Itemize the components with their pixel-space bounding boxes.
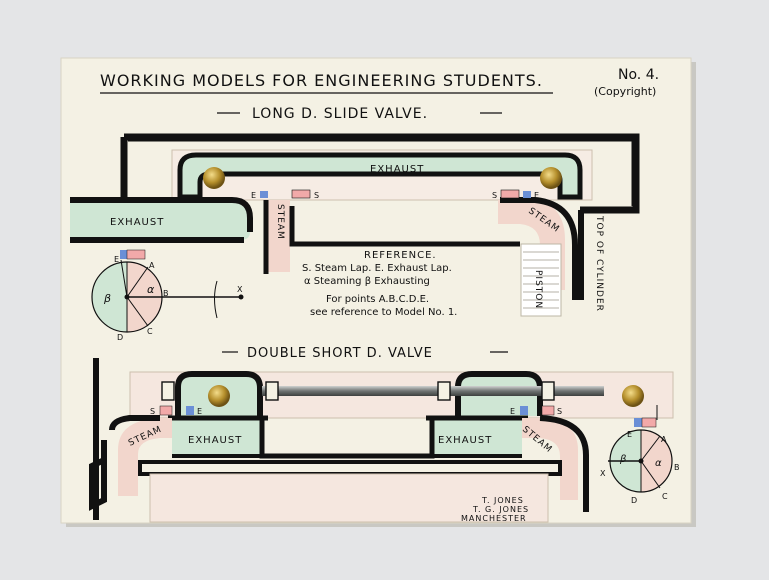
diagram1-label-beta: β xyxy=(103,292,111,305)
label-top-of-cylinder: TOP OF CYLINDER xyxy=(594,215,604,312)
diagram1-rotation-arrow xyxy=(214,280,218,319)
maker-line2: T. G. JONES xyxy=(472,505,529,514)
section2-heading: DOUBLE SHORT D. VALVE xyxy=(247,346,433,361)
reference-line1: S. Steam Lap. E. Exhaust Lap. xyxy=(302,263,452,274)
diagram1-label-x: X xyxy=(237,285,243,294)
reference-title: REFERENCE. xyxy=(364,250,437,261)
diagram1-beta-sector xyxy=(92,262,127,332)
diagram2-label-e: E xyxy=(627,430,632,439)
lap2-e-right: E xyxy=(510,407,515,416)
lap2-pink-right xyxy=(541,405,555,416)
diagram2-label-d: D xyxy=(631,496,637,505)
brass-rivet-right xyxy=(540,167,562,189)
maker-imprint: T. JONES T. G. JONES MANCHESTER xyxy=(461,496,529,523)
lap2-pink-left xyxy=(159,405,173,416)
steam-port-2-left xyxy=(118,418,172,496)
label-piston: PISTON xyxy=(533,270,543,309)
diagram1-label-alpha: α xyxy=(147,283,155,296)
brass-rivet-left xyxy=(203,167,225,189)
lap2-blue-right xyxy=(520,406,528,415)
reference-line4: see reference to Model No. 1. xyxy=(310,307,457,318)
brass-rivet-2-left xyxy=(208,385,230,407)
lap-e-left: E xyxy=(251,191,256,200)
maker-line1: T. JONES xyxy=(481,496,524,505)
lap2-s-left: S xyxy=(150,407,155,416)
cylinder-casing-right xyxy=(539,415,589,512)
section1-heading: LONG D. SLIDE VALVE. xyxy=(252,106,428,122)
steam-port-left-walls xyxy=(263,200,520,274)
diagram2-label-c: C xyxy=(662,492,668,501)
diagram1-label-b: B xyxy=(163,289,169,298)
steam-port-2-right xyxy=(522,418,578,500)
exhaust-pipe-left xyxy=(70,200,250,240)
label-exhaust-2-right: EXHAUST xyxy=(438,435,492,446)
diagram1-label-a: A xyxy=(149,261,155,270)
port-face xyxy=(168,415,528,459)
diagram2-label-b: B xyxy=(674,463,680,472)
valve-diagram-2: E A B C D X α β xyxy=(600,405,680,505)
cylinder-bar xyxy=(138,460,562,476)
lap-marker-blue-left xyxy=(260,191,268,198)
exhaust-body-left xyxy=(172,420,262,455)
diagram2-marker-pink xyxy=(641,417,657,428)
lap2-e-left: E xyxy=(197,407,202,416)
piston-block[interactable] xyxy=(520,243,562,317)
card-title: WORKING MODELS FOR ENGINEERING STUDENTS. xyxy=(100,71,543,90)
piston-hatching xyxy=(523,251,559,309)
diagram2-line-c xyxy=(640,460,661,489)
valve-diagram-1: E A B C D X α β xyxy=(91,249,244,342)
maker-line3: MANCHESTER xyxy=(461,514,527,523)
valve-rod xyxy=(262,386,604,396)
cylinder-casing-left xyxy=(89,358,160,520)
diagram2-label-x: X xyxy=(600,469,606,478)
diagram1-label-d: D xyxy=(117,333,123,342)
diagram2-centre xyxy=(638,458,644,464)
diagram2-line-a xyxy=(640,435,661,462)
diagram1-centre xyxy=(124,294,130,300)
exhaust-pipe-left-edge xyxy=(70,197,253,232)
diagram2-label-a: A xyxy=(661,435,667,444)
diagram1-line-a xyxy=(126,266,149,298)
diagram1-crank-end xyxy=(238,294,244,300)
brass-rivet-2-right xyxy=(622,385,644,407)
steam-port-left xyxy=(268,200,290,272)
lap-s-right: S xyxy=(492,191,497,200)
lap-s-left: S xyxy=(314,191,319,200)
lap-marker-blue-right xyxy=(523,191,531,198)
lap2-blue-left xyxy=(186,406,194,415)
label-exhaust-2-left: EXHAUST xyxy=(188,435,242,446)
lap-marker-pink-left xyxy=(291,189,311,199)
diagram1-label-c: C xyxy=(147,327,153,336)
diagram2-label-alpha: α xyxy=(655,458,662,469)
label-exhaust-top: EXHAUST xyxy=(370,164,424,175)
label-exhaust-left: EXHAUST xyxy=(110,217,164,228)
diagram1-line-e xyxy=(120,259,128,298)
reference-line2: α Steaming β Exhausting xyxy=(304,276,430,287)
diagram1-label-e: E xyxy=(114,255,119,264)
exhaust-body-right xyxy=(432,420,522,455)
diagram1-marker-blue xyxy=(120,250,127,259)
reference-line3: For points A.B.C.D.E. xyxy=(326,294,429,305)
long-d-valve-drawing: EXHAUST EXHAUST STEAM STEAM PISTON TOP O… xyxy=(70,133,640,317)
diagram2-marker-blue xyxy=(634,418,642,427)
steam-chest-frame xyxy=(120,133,640,214)
diagram2-alpha-sector xyxy=(641,430,672,492)
model-number: No. 4. xyxy=(618,67,659,83)
lap-marker-pink-right xyxy=(500,189,520,199)
diagram2-label-beta: β xyxy=(619,454,627,465)
copyright-label: (Copyright) xyxy=(594,85,656,98)
reference-block: REFERENCE. S. Steam Lap. E. Exhaust Lap.… xyxy=(302,250,457,318)
piston-strip-2[interactable] xyxy=(149,473,549,523)
lap-e-right: E xyxy=(534,191,539,200)
steam-chest-inner xyxy=(128,140,633,206)
label-steam-left: STEAM xyxy=(275,204,285,240)
steam-port-right-wall xyxy=(500,197,578,300)
diagram1-line-c xyxy=(126,296,149,327)
rod-nuts xyxy=(161,381,555,401)
diagram1-marker-pink xyxy=(126,249,146,260)
lap2-s-right: S xyxy=(557,407,562,416)
